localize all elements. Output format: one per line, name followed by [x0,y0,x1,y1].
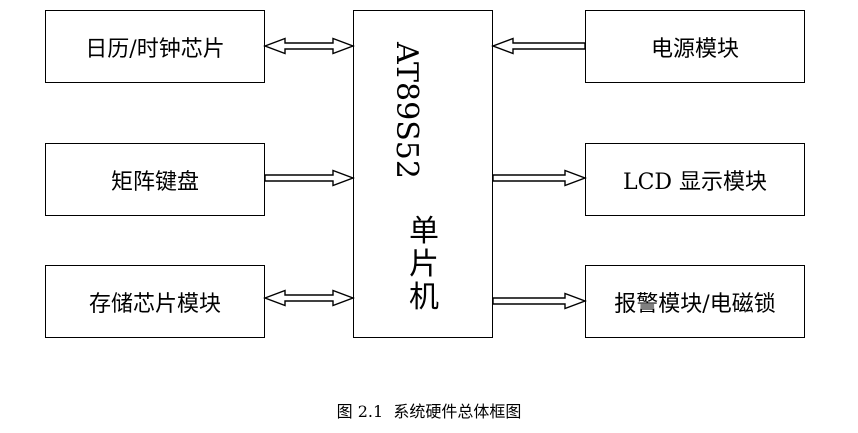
power-module-label: 电源模块 [650,36,739,62]
alarm-lock-block: 报警模块/电磁锁 [585,265,805,338]
matrix-keypad-block: 矩阵键盘 [45,143,265,216]
mcu-block: AT89S52 单 片 机 [353,10,493,338]
rtc-mcu-arrow [263,37,355,55]
mcu-char-3: 机 [409,280,439,315]
alarm-lock-label: 报警模块/电磁锁 [614,291,776,317]
lcd-display-label: LCD 显示模块 [622,169,768,195]
keypad-mcu-arrow [264,169,355,187]
mcu-char-1: 单 [409,214,439,249]
mcu-lcd-arrow [492,169,587,187]
lcd-display-block: LCD 显示模块 [585,143,805,216]
matrix-keypad-label: 矩阵键盘 [110,169,199,195]
storage-chip-block: 存储芯片模块 [45,265,265,338]
power-module-block: 电源模块 [585,10,805,83]
storage-mcu-arrow [263,289,355,307]
storage-chip-label: 存储芯片模块 [88,291,221,317]
figure-caption: 图 2.1 系统硬件总体框图 [336,402,522,421]
rtc-chip-label: 日历/时钟芯片 [85,36,225,62]
mcu-alarm-arrow [492,292,587,310]
mcu-char-2: 片 [409,247,439,282]
power-mcu-arrow [491,37,586,55]
rtc-chip-block: 日历/时钟芯片 [45,10,265,83]
